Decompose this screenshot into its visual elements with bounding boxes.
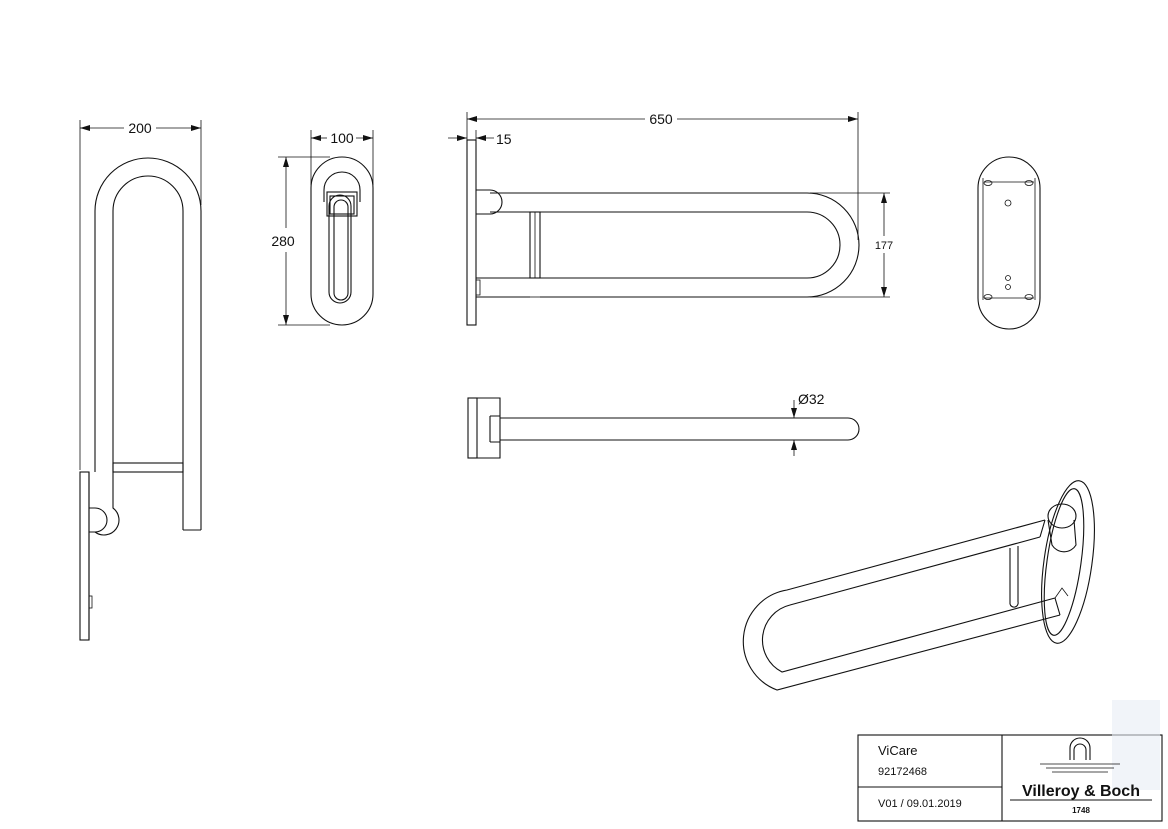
brand-logo: Villeroy & Boch 1748	[1010, 700, 1160, 815]
plate-view	[977, 156, 1041, 330]
dim-plate-thickness: 15	[496, 131, 512, 147]
product-name: ViCare	[878, 743, 918, 758]
section-view: Ø32	[467, 391, 860, 459]
dim-side-height: 280	[271, 233, 295, 249]
version-date: V01 / 09.01.2019	[878, 798, 962, 810]
dim-tube-diameter: Ø32	[798, 391, 825, 407]
isometric-view	[742, 480, 1095, 691]
article-number: 92172468	[878, 766, 927, 778]
side-view: 100 280	[271, 130, 374, 326]
dim-side-width: 100	[330, 130, 354, 146]
brand-year: 1748	[1072, 806, 1090, 815]
title-block: ViCare 92172468 V01 / 09.01.2019 Villero…	[857, 700, 1163, 822]
front-view: 200	[79, 120, 202, 641]
dim-top-length: 650	[649, 111, 673, 127]
top-view: 650 15 177	[448, 111, 893, 326]
dim-top-height: 177	[875, 240, 893, 252]
dim-front-width: 200	[128, 120, 152, 136]
brand-name: Villeroy & Boch	[1022, 783, 1140, 800]
